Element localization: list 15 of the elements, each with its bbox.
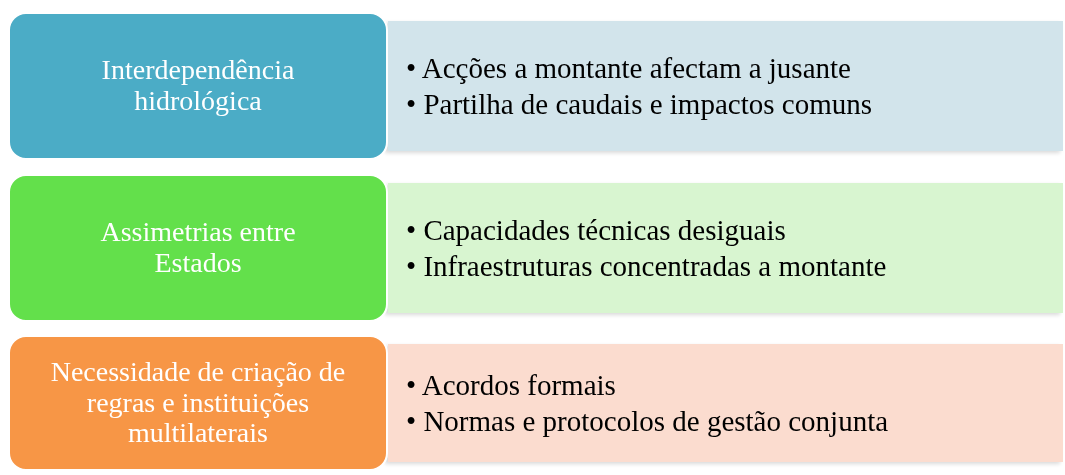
bullet-item: • Acções a montante afectam a jusante (406, 50, 852, 86)
category-title: Interdependência hidrológica (100, 55, 296, 117)
bullet-item: • Capacidades técnicas desiguais (406, 212, 787, 248)
bullet-item: • Acordos formais (406, 367, 617, 403)
detail-panel (388, 21, 1063, 151)
category-title: Assimetrias entre Estados (99, 217, 297, 279)
category-title: Necessidade de criação de regras e instituições multilaterais (49, 356, 347, 450)
detail-panel (388, 183, 1063, 313)
detail-panel (388, 344, 1063, 462)
bullet-item: • Infraestruturas concentradas a montante (406, 249, 887, 284)
category-box (8, 12, 388, 160)
category-box (8, 335, 388, 471)
bullet-item: • Normas e protocolos de gestão conjunta (406, 404, 889, 439)
category-box (8, 174, 388, 322)
bullet-item: • Partilha de caudais e impactos comuns (406, 87, 872, 122)
